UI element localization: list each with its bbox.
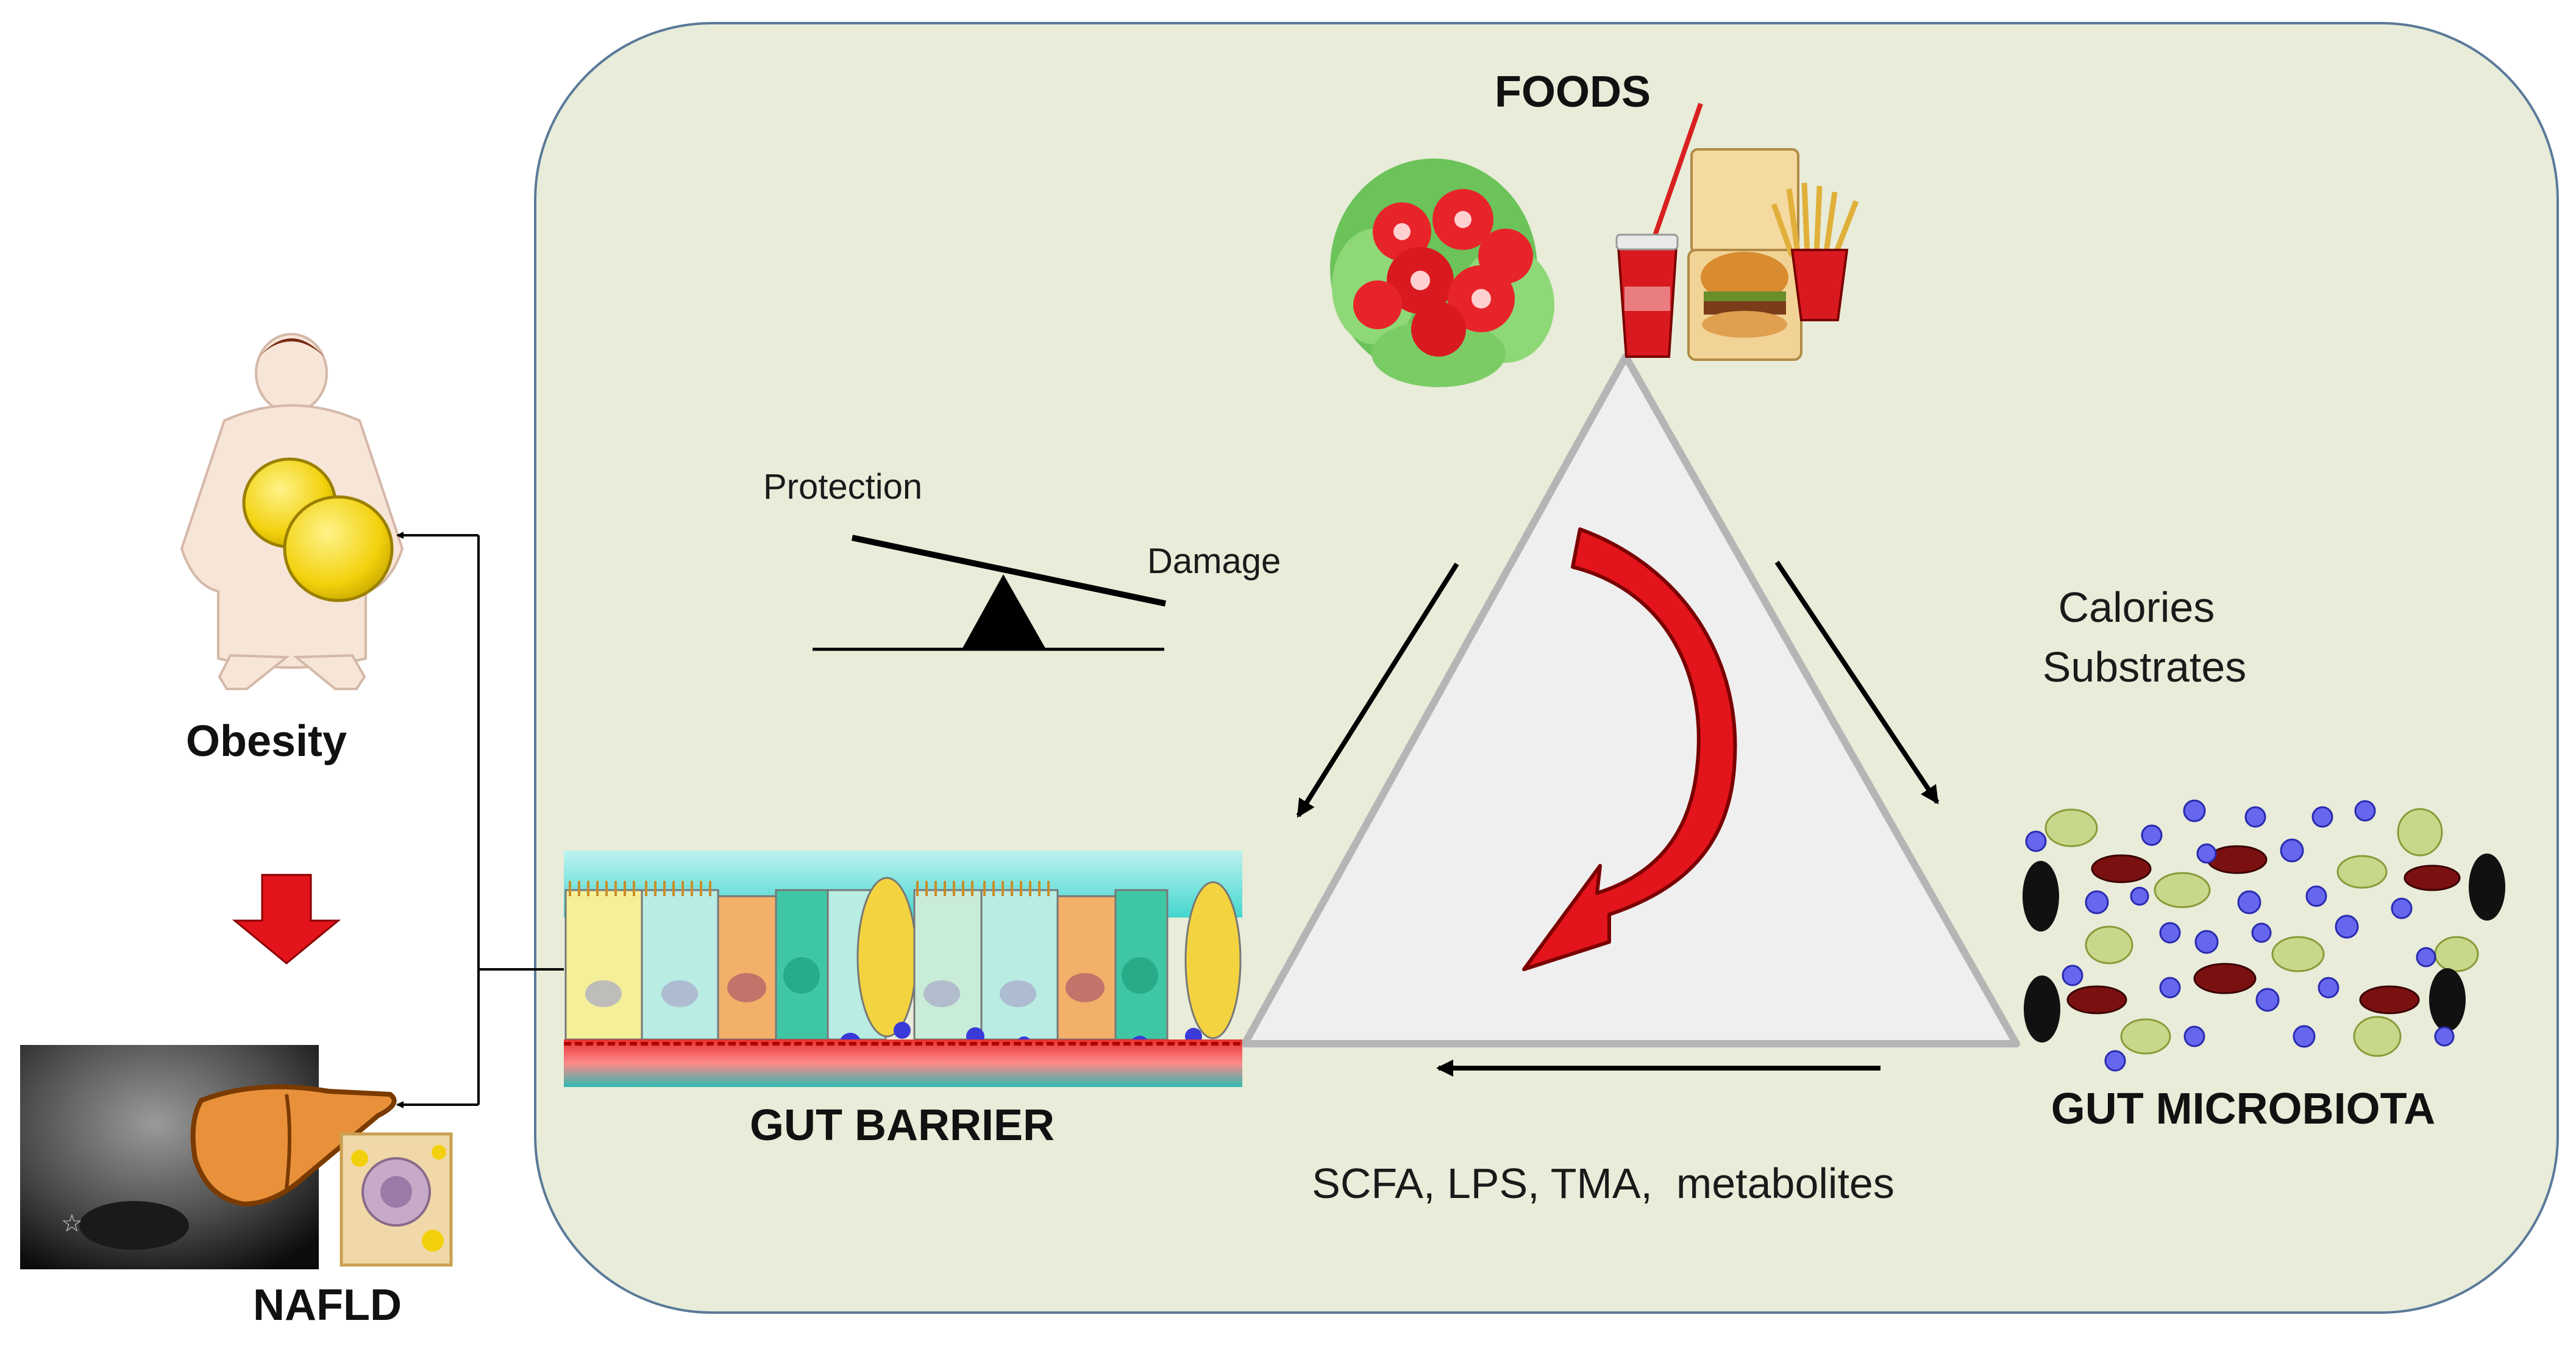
fries-icon bbox=[1771, 182, 1859, 321]
central-triangle bbox=[1241, 353, 2020, 1047]
seesaw-balance-icon bbox=[813, 535, 1167, 651]
obesity-label: Obesity bbox=[186, 717, 347, 766]
nafld-label: NAFLD bbox=[253, 1281, 402, 1330]
svg-text:☆: ☆ bbox=[61, 1210, 83, 1237]
liver-icon bbox=[190, 1084, 397, 1207]
curved-red-arrow bbox=[1522, 527, 1737, 971]
microvilli bbox=[569, 881, 1050, 896]
epithelial-cells bbox=[564, 877, 1242, 1041]
gut-barrier-label: GUT BARRIER bbox=[750, 1101, 1055, 1150]
burger-box-icon bbox=[1687, 148, 1802, 361]
connector-gut-to-obesity-nafld bbox=[396, 532, 564, 1108]
down-arrow-icon bbox=[232, 874, 341, 964]
gut-microbiota-label: GUT MICROBIOTA bbox=[2051, 1085, 2436, 1133]
gut-microbiota-illustration bbox=[2023, 799, 2505, 1072]
protection-label: Protection bbox=[763, 467, 922, 507]
gut-barrier-illustration bbox=[564, 850, 1242, 1087]
arrow-foods-to-barrier bbox=[1296, 562, 1459, 818]
damage-label: Damage bbox=[1147, 541, 1281, 581]
foods-illustration bbox=[1330, 102, 1859, 387]
nuclei bbox=[585, 957, 1158, 1007]
liver-ultrasound-illustration: ☆ bbox=[20, 1045, 453, 1269]
substrates-label: Substrates bbox=[2043, 643, 2247, 691]
obese-person-illustration bbox=[180, 333, 404, 690]
salad-icon bbox=[1330, 159, 1554, 387]
calories-label: Calories bbox=[2058, 583, 2215, 631]
metabolites-label: SCFA, LPS, TMA, metabolites bbox=[1312, 1160, 1895, 1207]
basement-membrane bbox=[564, 1039, 1242, 1087]
soda-cup-icon bbox=[1615, 102, 1703, 358]
arrow-foods-to-microbiota bbox=[1774, 560, 1940, 805]
foods-label: FOODS bbox=[1495, 68, 1651, 116]
hepatocyte-icon bbox=[340, 1132, 453, 1267]
